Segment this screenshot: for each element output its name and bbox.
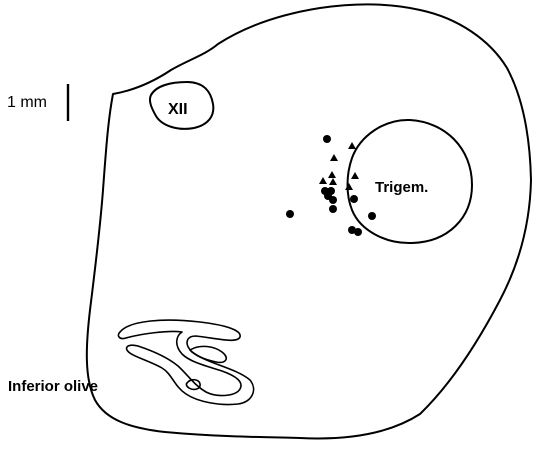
trigeminal-nucleus: Trigem. <box>348 120 473 243</box>
trigeminal-label: Trigem. <box>375 179 428 196</box>
circle-marker <box>354 228 362 236</box>
circle-marker <box>350 195 358 203</box>
hypoglossal-label: XII <box>168 101 188 118</box>
triangle-marker <box>319 177 327 184</box>
triangle-marker <box>329 178 337 185</box>
triangle-markers <box>319 142 359 190</box>
inferior-olive-label: Inferior olive <box>8 378 98 395</box>
inferior-olive-outline <box>118 320 253 404</box>
hypoglossal-nucleus: XII <box>150 82 213 129</box>
circle-marker <box>323 135 331 143</box>
triangle-marker <box>328 171 336 178</box>
scale-bar: 1 mm <box>7 84 68 121</box>
circle-marker <box>286 210 294 218</box>
brainstem-outline <box>87 4 531 438</box>
triangle-marker <box>330 154 338 161</box>
circle-markers <box>286 135 376 236</box>
triangle-marker <box>351 172 359 179</box>
circle-marker <box>329 205 337 213</box>
inferior-olive-inner-fold <box>190 346 226 362</box>
inferior-olive: Inferior olive <box>8 320 254 404</box>
circle-marker <box>329 196 337 204</box>
circle-marker <box>368 212 376 220</box>
triangle-marker <box>345 183 353 190</box>
triangle-marker <box>348 142 356 149</box>
scale-bar-label: 1 mm <box>7 94 47 111</box>
